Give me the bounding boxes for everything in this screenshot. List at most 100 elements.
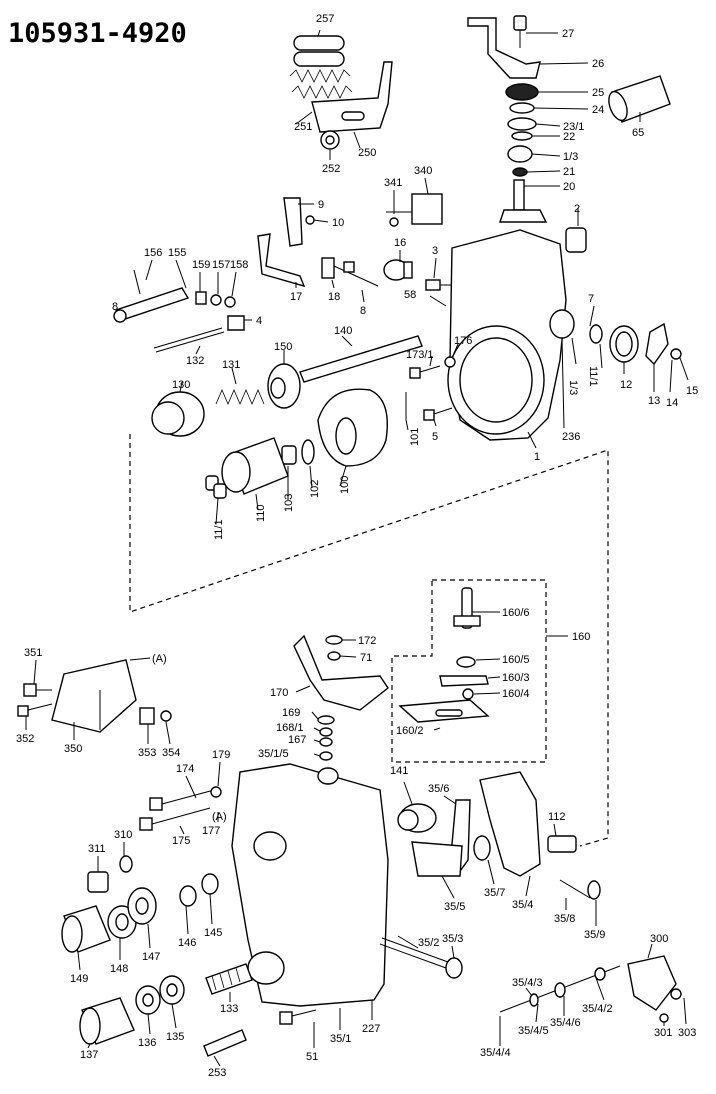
part-141-spring [397,803,437,833]
label-145: 145 [204,927,222,939]
part-16-plug [383,259,413,281]
parts-169-167-stack [317,715,335,761]
label-175: 175 [172,835,190,847]
label-35-4-5: 35/4/5 [518,1025,549,1037]
part-150-gear [267,363,301,409]
label-147: 147 [142,951,160,963]
part-300-cable-housing [627,955,682,1023]
part-1-3-cap [549,309,575,339]
label-172: 172 [358,635,376,647]
label-350: 350 [64,743,82,755]
label-132: 132 [186,355,204,367]
label-160: 160 [572,631,590,643]
part-140-drive-shaft [299,335,423,383]
label-35-4: 35/4 [512,899,533,911]
part-14-15-nut [670,348,682,360]
part-133-spring [205,963,253,995]
label-35-5: 35/5 [444,901,465,913]
label-140: 140 [334,325,352,337]
part-353-354-clip [139,707,172,725]
part-160-2-plate [398,699,490,723]
part-252-screw [320,130,340,150]
part-11-1-ring [589,324,603,344]
part-160-3-lever [439,675,489,687]
part-35-4-cable [499,965,621,1013]
part-155-lever [113,269,190,323]
label-112: 112 [548,811,566,823]
label-157: 157 [212,259,230,271]
label-353: 353 [138,747,156,759]
label-137: 137 [80,1049,98,1061]
part-11-1-clips [205,475,227,499]
label-8-right: 8 [360,305,366,317]
part-130-spring [151,391,205,437]
drawing-number: 105931-4920 [8,18,187,49]
label-16: 16 [394,237,406,249]
label-14: 14 [666,397,678,409]
part-351-screw [23,683,52,697]
label-351: 351 [24,647,42,659]
label-168-1: 168/1 [276,722,304,734]
label-340: 340 [414,165,432,177]
label-352: 352 [16,733,34,745]
label-252: 252 [322,163,340,175]
part-71-washer [327,651,341,661]
part-253-stud [203,1029,247,1057]
label-35-4-4: 35/4/4 [480,1047,511,1059]
parts-157-159 [195,291,236,308]
part-311-bolt [87,871,109,893]
part-1-pump-housing [447,229,567,441]
label-22: 22 [563,131,575,143]
label-155: 155 [168,247,186,259]
part-136-washer [135,985,161,1015]
part-146-washer [179,885,197,907]
label-300: 300 [650,933,668,945]
part-65-sleeve [608,75,671,123]
label-310: 310 [114,829,132,841]
part-251-springs [289,69,353,99]
label-227: 227 [362,1023,380,1035]
part-35-8-shaft [559,879,601,900]
label-236: 236 [562,431,580,443]
part-131-spring [215,388,265,406]
part-4-clip [227,315,245,331]
label-136: 136 [138,1037,156,1049]
label-a-bottom: (A) [212,811,227,823]
label-159: 159 [192,259,210,271]
part-170-bracket [293,634,389,711]
label-103: 103 [283,494,295,512]
part-135-nut [159,975,185,1005]
label-4: 4 [256,315,262,327]
part-174-bolt [149,789,215,811]
part-257-pins [293,35,345,67]
part-2-valve [565,227,587,253]
label-179: 179 [212,749,230,761]
label-160-3: 160/3 [502,672,530,684]
label-131: 131 [222,359,240,371]
part-172-nut [325,635,343,645]
label-158: 158 [230,259,248,271]
label-13: 13 [648,395,660,407]
part-13-lever [645,322,669,366]
part-160-6-pin [453,587,481,629]
part-137-cap [79,997,135,1045]
part-17-lever [257,233,306,288]
label-11-1-top: 11/1 [587,366,599,387]
governor-cover-stack [467,15,548,223]
label-250: 250 [358,147,376,159]
label-102: 102 [309,480,321,498]
label-354: 354 [162,747,180,759]
label-133: 133 [220,1003,238,1015]
label-253: 253 [208,1067,226,1079]
part-110-roller-ring [221,437,289,495]
part-35-1-governor-housing [231,763,389,1007]
label-35-4-3: 35/4/3 [512,977,543,989]
label-150: 150 [274,341,292,353]
label-160-2: 160/2 [396,725,424,737]
label-2: 2 [574,203,580,215]
label-27: 27 [562,28,574,40]
part-5-screw [423,407,453,421]
label-146: 146 [178,937,196,949]
part-labels: 257 27 26 25 24 23/1 22 1/3 21 20 65 251… [16,13,698,1079]
